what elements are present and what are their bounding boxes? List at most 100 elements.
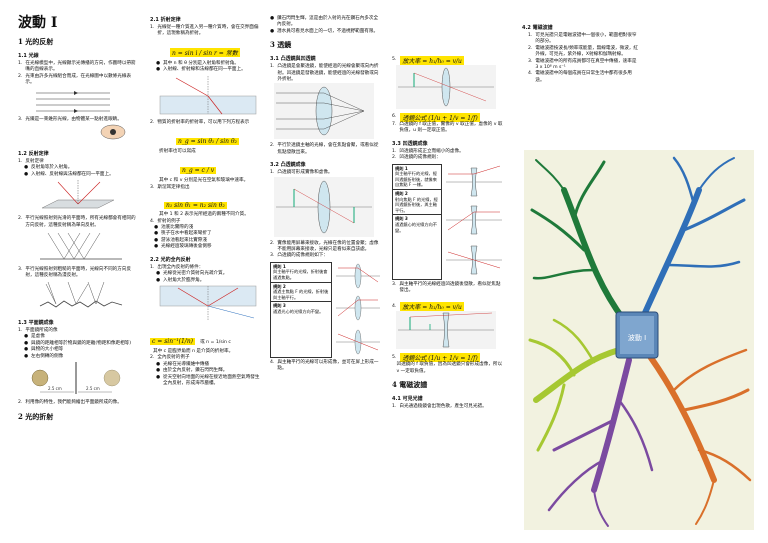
refraction-equation: n = sin i / sin r = 常數 xyxy=(170,47,240,57)
total-internal-reflection-figure xyxy=(159,285,257,320)
list-item: ●光線經過玻璃磚後會側移 xyxy=(154,244,212,250)
rule-text: 與主軸平行的光線，折射後會通過焦點。 xyxy=(273,269,328,281)
list-item: 1.出現全內反射的條件： xyxy=(150,264,204,270)
list-number: 5. xyxy=(392,57,397,63)
column-5: 4.2 電磁波譜 1.可見光譜只是電磁波譜中一個很小，範圍相對很窄的部分。 2.… xyxy=(522,0,758,543)
list-item: 1.凸透鏡是會聚透鏡，能使經過的光線會聚或向內折射。凹透鏡是發散透鏡，能使經過的… xyxy=(270,64,379,83)
concave-lens-ray-figure xyxy=(396,311,496,350)
list-item: 1.在光線模型中，光線顯示光傳播的方向，作圖時以帶箭嘴的直線表示。 xyxy=(18,61,136,73)
list-item: 1.反射定律 xyxy=(18,159,44,165)
rule-title: 規則 1 xyxy=(395,165,408,171)
magnification-equation: 放大率 = h₁/h₀ = v/u xyxy=(400,302,464,312)
list-item: 3.凸透鏡的成像規則如下： xyxy=(270,253,328,259)
subsection-1-2: 1.2 反射定律 xyxy=(18,151,49,158)
list-item: 凹透鏡的 f 取負值，因為凹透鏡只會形成虛像，所以 v 一定取負值。 xyxy=(396,362,503,374)
section-1-heading: 1 光的反射 xyxy=(18,37,54,46)
list-item: ●池底比實際的淺 xyxy=(154,225,194,231)
list-item: ●入射角大於臨界角。 xyxy=(156,277,205,283)
list-number: 4. xyxy=(392,303,397,309)
list-item: 2.全內反射的例子 xyxy=(150,355,190,361)
list-item: 2.光束由許多光線組合而成，在光線圖中以數條光線表示。 xyxy=(18,73,132,86)
list-item: 3.平行光線照射到粗糙的平面時，光線向不同的方向反射，這種反射稱為漫反射。 xyxy=(18,267,132,279)
subsection-3-2: 3.2 凸透鏡成像 xyxy=(270,162,306,169)
rule-title: 規則 3 xyxy=(395,216,408,222)
list-item: 4.折射的例子 xyxy=(150,218,181,224)
list-item: 3.光纖是一束錐形光線，由物體某一點射進眼睛。 xyxy=(18,116,122,122)
list-item: 4.與主軸平行的光線可以形成像，並可在屏上形成一點。 xyxy=(270,359,379,372)
rule-text: 通過光心的光線方向不變。 xyxy=(273,309,324,315)
speed-ratio-equation: n_g = c / v xyxy=(180,167,217,175)
rule-title: 規則 3 xyxy=(273,303,286,309)
regular-reflection-figure xyxy=(40,232,122,260)
list-item: ●光線在光導纖維中傳播 xyxy=(156,361,209,367)
list-item: ●潛水員可看見水面上的一切，不過視野範圍有限。 xyxy=(270,28,379,34)
rule-title: 規則 2 xyxy=(395,191,408,196)
concave-rule-diagrams xyxy=(446,165,502,274)
list-item: 2.利用像的特性，我們能夠繪出平面鏡所成的像。 xyxy=(18,399,122,405)
list-number: 5. xyxy=(392,354,397,360)
subsection-1-3: 1.3 平面鏡成像 xyxy=(18,319,54,326)
lens-formula: 透鏡公式 (1/u + 1/v = 1/f) xyxy=(400,113,480,122)
list-item: ●筷子在水中看起來彎折了 xyxy=(154,231,212,237)
list-item: 1.凹透鏡形成正立而縮小的虛像。 xyxy=(392,148,464,154)
list-item: ●入射線、反射線與法線都在同一平面上。 xyxy=(24,171,114,177)
plane-mirror-figure: 2.5 cm 2.5 cm xyxy=(31,361,121,394)
section-2-heading: 2 光的折射 xyxy=(18,412,54,422)
column-3: ●鑽石閃閃生輝，這是由於入射的光在鑽石內多次全內反射。 ●潛水員可看見水面上的一… xyxy=(270,0,380,543)
list-item: 其中 1 和 2 表示光所經過的兩種不同介質。 xyxy=(159,212,249,218)
list-item: ●左右倒轉的側像 xyxy=(24,353,64,359)
distance-label: 2.5 cm xyxy=(48,386,62,391)
subsection-3-1: 3.1 凸透鏡與凹透鏡 xyxy=(270,56,316,63)
convex-lens-figure xyxy=(274,83,374,140)
list-item: 2.電磁波譜按波長/頻率或能量，無線電波，微波，紅外線，可見光，紫外線，X射線和… xyxy=(528,45,639,58)
magnification-equation: 放大率 = h₁/h₀ = v/u xyxy=(400,56,464,65)
light-beam-figure xyxy=(36,90,110,113)
convex-lens-image-figure xyxy=(274,176,374,237)
list-item: 7.凸透鏡的 f 取正值，實像的 v 取正值，虛像的 v 取負值，u 則一定取正… xyxy=(392,122,503,134)
list-item: ●反射角等於入射角。 xyxy=(24,165,73,171)
list-item: 1.可見光譜只是電磁波譜中一個很小，範圍相對很窄的部分。 xyxy=(528,33,637,45)
list-item: 1.凸透鏡可形成實像和虛像。 xyxy=(270,170,333,176)
rule-title: 規則 1 xyxy=(273,263,286,269)
section-3-heading: 3 透鏡 xyxy=(270,40,292,50)
distance-label: 2.5 cm xyxy=(86,386,100,391)
page-title: 波動 I xyxy=(18,15,58,31)
list-item: ●與鏡的距離相等於物與鏡的距離(物距和像距相等) xyxy=(24,340,132,346)
list-item: 3.電磁波譜中的所有成員都可在真空中傳播，速率是 3 x 10⁸ m s⁻¹ xyxy=(528,58,637,71)
list-item: 1.平面鏡所成的像 xyxy=(18,327,58,333)
list-item: 2.物質的折射率的折射率，可以用下列方程表示 xyxy=(150,119,250,125)
subsection-2-1: 2.1 折射定律 xyxy=(150,17,181,23)
list-item: 折射率也可以寫成 xyxy=(159,149,196,155)
list-item: 3.斯涅耳定律指出 xyxy=(150,184,190,190)
rule-text: 射向焦點 F 的光線，經凹透鏡折射後，與主軸平行。 xyxy=(395,196,438,213)
list-item: ●入射線、折射線和法線都在同一平面上。 xyxy=(156,67,246,73)
list-item: ●是虛像 xyxy=(24,334,45,340)
critical-angle-equation: c = sin⁻¹(1/n) xyxy=(150,337,196,345)
list-item: 2.平行於透鏡主軸的光線，會在焦點會聚，或看似從焦點發散出來。 xyxy=(270,143,379,155)
list-item: ●游泳池看起來比實際淺 xyxy=(154,237,207,243)
equation-alternative: 或 n = 1/sin c xyxy=(200,339,231,345)
column-2: 2.1 折射定律 1.光線從一種介質進入另一種介質時，會在交界面偏折，這現象稱為… xyxy=(150,0,262,543)
mind-map-center-label: 波動 I xyxy=(628,333,646,342)
rule-text: 與主軸平行的光線，經凹透鏡折射後，就像來自焦點 F 一樣。 xyxy=(395,171,437,188)
list-item: ●光線從光密介質射向光疏介質。 xyxy=(156,271,228,277)
column-4: 5. 放大率 = h₁/h₀ = v/u 6. 透鏡公式 (1/u + 1/v … xyxy=(392,0,504,543)
refractive-index-equation: n_g = sin θ₁ / sin θ₂ xyxy=(176,138,239,146)
subsection-4-1: 4.1 可見光譜 xyxy=(392,396,423,403)
reflection-figure xyxy=(41,180,115,209)
refraction-figure xyxy=(159,75,257,114)
list-number: 6. xyxy=(392,114,397,120)
convex-rule-diagrams xyxy=(336,263,380,355)
diffuse-reflection-figure xyxy=(39,281,123,308)
lens-formula: 透鏡公式 (1/u + 1/v = 1/f) xyxy=(400,353,480,363)
list-item: ●由於全內反射，鑽石閃閃生輝。 xyxy=(156,368,228,374)
section-4-heading: 4 電磁波譜 xyxy=(392,380,428,390)
snell-law-equation: n₁ sin θ₁ = n₂ sin θ₂ xyxy=(164,202,227,210)
convex-lens-ray-figure xyxy=(396,65,496,109)
subsection-3-3: 3.3 凹透鏡成像 xyxy=(392,140,428,147)
list-item: ●從天空射向地面的光線在接近地面熱空氣時發生全內反射，形成海市蜃樓。 xyxy=(156,374,260,386)
list-item: ●與物的大小相等 xyxy=(24,347,64,353)
subsection-2-2: 2.2 光的全內反射 xyxy=(150,256,191,263)
